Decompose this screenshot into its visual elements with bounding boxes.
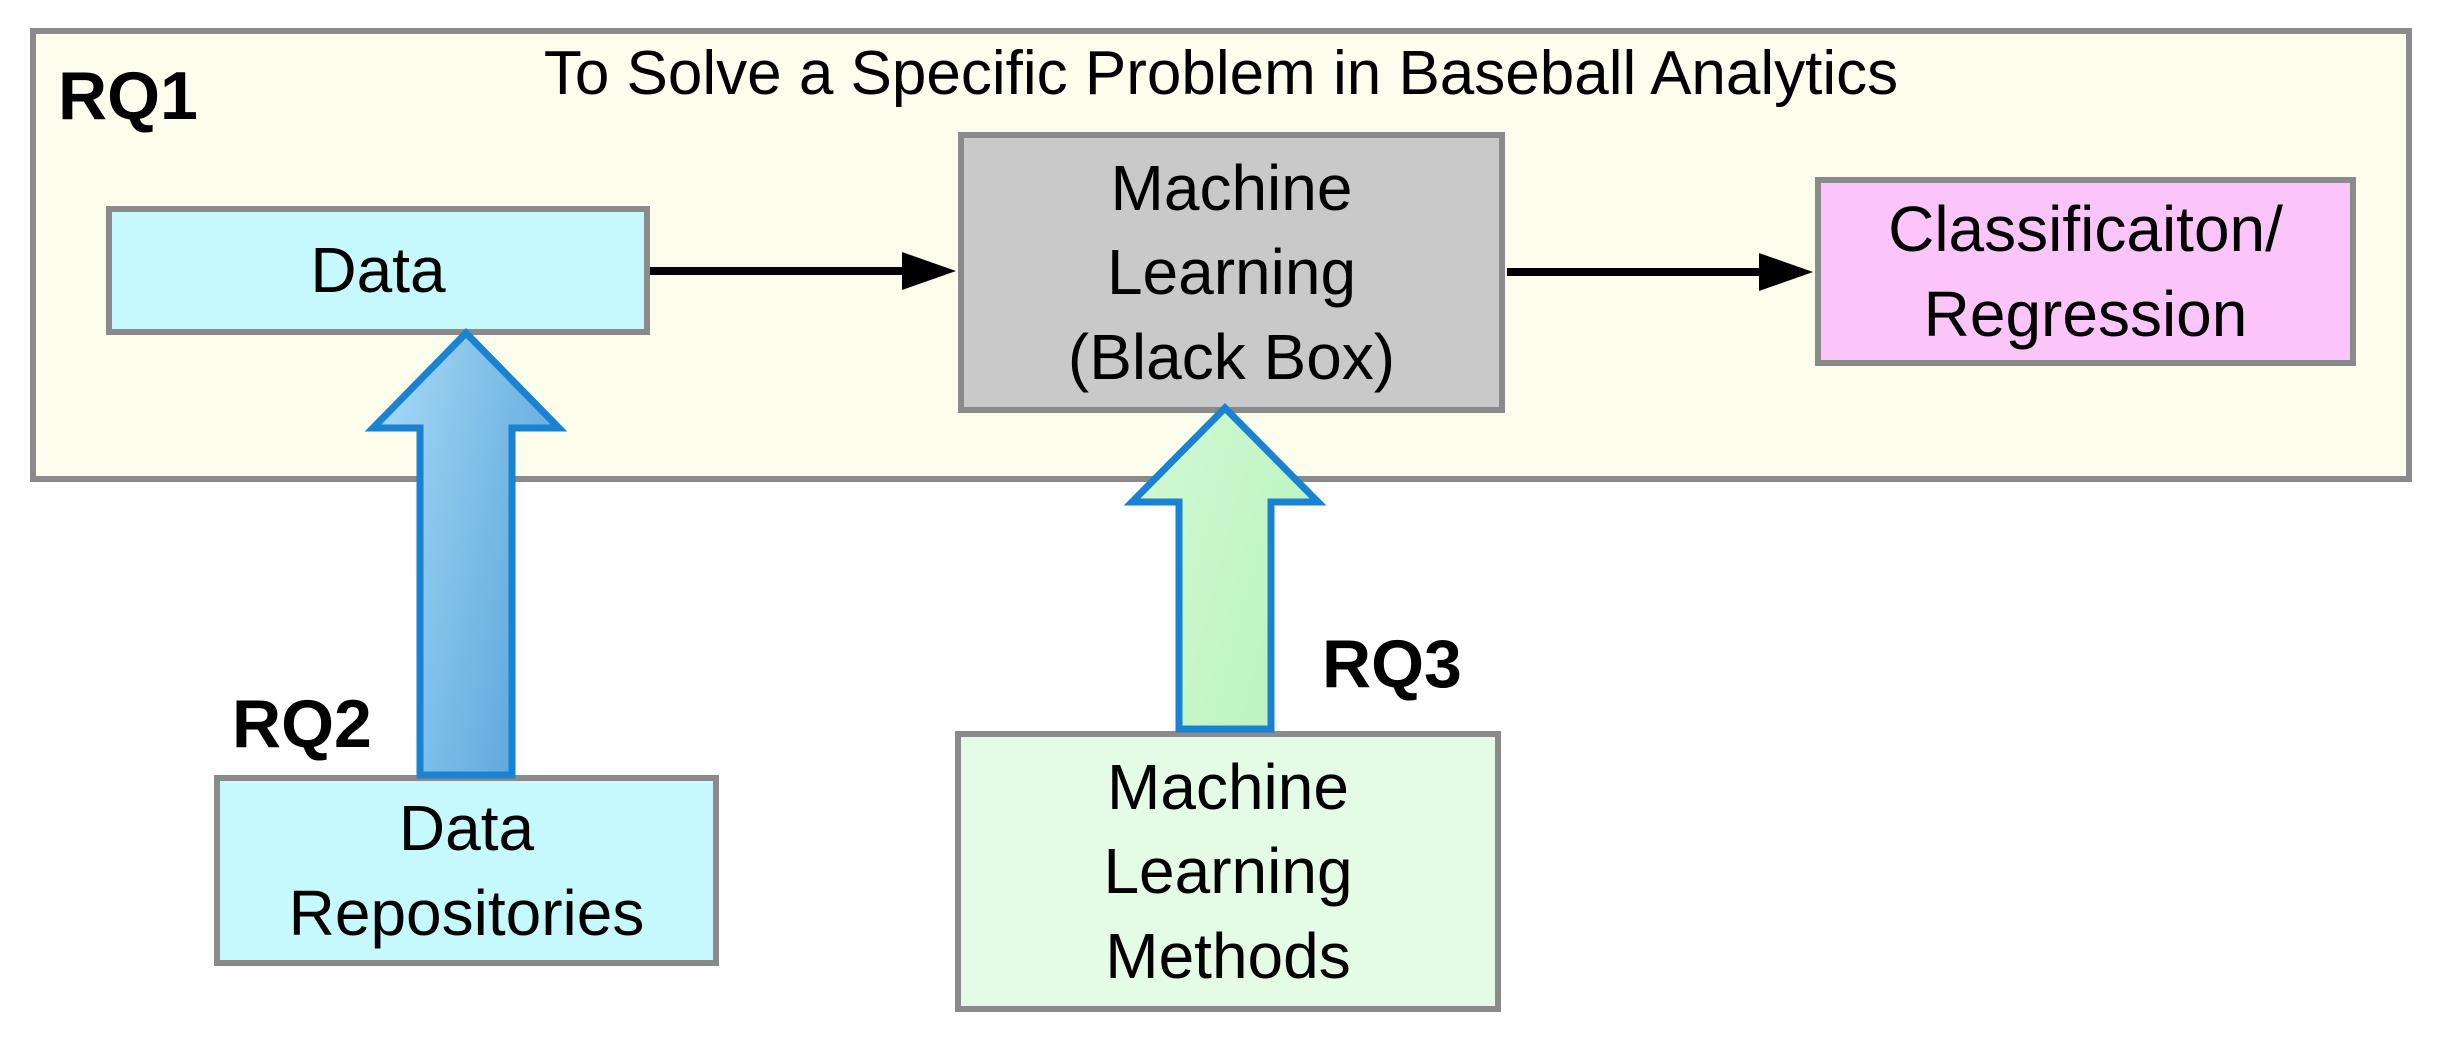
rq1-label: RQ1	[58, 58, 198, 134]
diagram-title: To Solve a Specific Problem in Baseball …	[543, 39, 1899, 108]
repo-node-line: Data	[398, 792, 535, 865]
methods-node-line: Machine	[1107, 750, 1349, 823]
ml-node-line: Machine	[1110, 151, 1353, 224]
ml-node-line: Learning	[1106, 236, 1357, 309]
data-repositories-node: Data Repositories	[214, 775, 719, 966]
rq2-label: RQ2	[232, 686, 372, 762]
repo-node-line: Repositories	[288, 876, 645, 949]
rq3-label: RQ3	[1322, 626, 1462, 702]
machine-learning-methods-node: Machine Learning Methods	[955, 731, 1501, 1012]
classification-regression-node: Classificaiton/ Regression	[1815, 177, 2356, 366]
machine-learning-blackbox-node: Machine Learning (Black Box)	[958, 132, 1505, 413]
classification-node-line: Classificaiton/	[1888, 193, 2283, 266]
methods-node-line: Learning	[1103, 835, 1353, 908]
methods-node-line: Methods	[1105, 919, 1351, 992]
data-node: Data	[106, 206, 650, 335]
data-node-label: Data	[310, 234, 446, 307]
ml-node-line: (Black Box)	[1067, 320, 1396, 393]
classification-node-line: Regression	[1923, 277, 2248, 350]
